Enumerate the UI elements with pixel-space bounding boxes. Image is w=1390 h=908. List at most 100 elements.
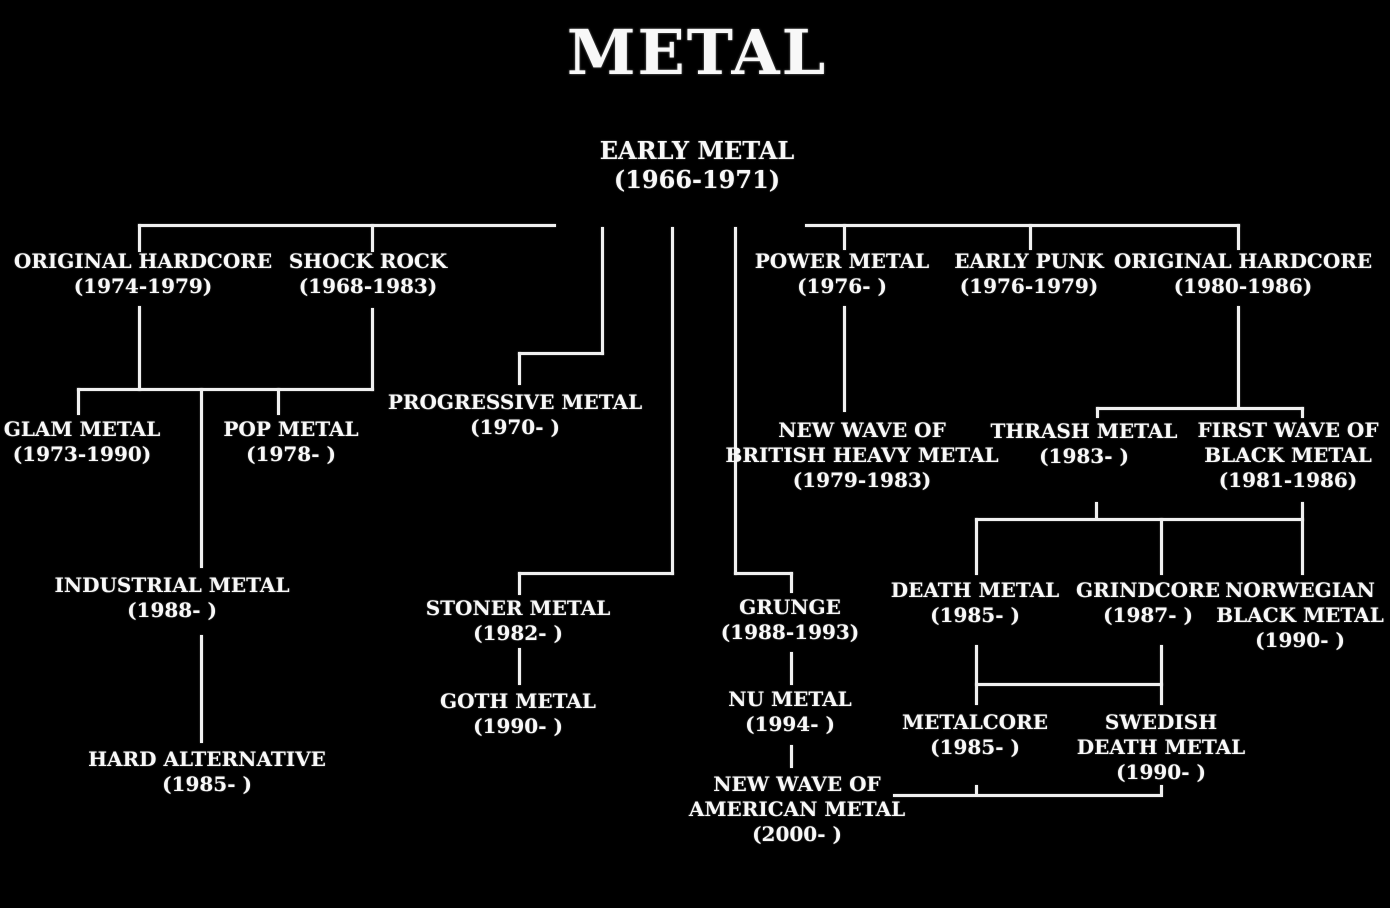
connector-line — [77, 388, 374, 391]
node-pop-metal: POP METAL (1978- ) — [223, 417, 358, 467]
connector-line — [371, 308, 374, 391]
node-power-metal: POWER METAL (1976- ) — [755, 249, 930, 299]
genre-name: HARD ALTERNATIVE — [88, 747, 326, 771]
connector-line — [518, 352, 604, 355]
connector-line — [975, 645, 978, 705]
connector-line — [790, 652, 793, 685]
genre-years: (1976- ) — [797, 274, 887, 298]
node-first-wave-of-black-metal: FIRST WAVE OF BLACK METAL (1981-1986) — [1197, 418, 1378, 493]
genre-name: POWER METAL — [754, 249, 930, 273]
connector-line — [893, 794, 1163, 797]
genre-name: PROGRESSIVE METAL — [387, 390, 643, 414]
genre-years: (1978- ) — [246, 442, 336, 466]
genre-name: EARLY METAL — [599, 136, 795, 165]
genre-years: (1985- ) — [162, 772, 252, 796]
genre-years: (1983- ) — [1039, 444, 1129, 468]
node-new-wave-of-american-metal: NEW WAVE OF AMERICAN METAL (2000- ) — [689, 772, 905, 847]
connector-line — [1301, 502, 1304, 575]
node-early-metal: EARLY METAL (1966-1971) — [600, 136, 795, 194]
genre-years: (1966-1971) — [613, 165, 781, 194]
genre-years: (1990- ) — [1116, 760, 1206, 784]
genre-name-2: BLACK METAL — [1204, 443, 1372, 467]
connector-line — [975, 785, 978, 794]
genre-name: NEW WAVE OF — [778, 418, 946, 442]
node-glam-metal: GLAM METAL (1973-1990) — [4, 417, 161, 467]
genre-name: THRASH METAL — [990, 419, 1178, 443]
node-swedish-death-metal: SWEDISH DEATH METAL (1990- ) — [1077, 710, 1246, 785]
genre-name: GOTH METAL — [440, 689, 596, 713]
connector-line — [371, 224, 374, 252]
node-original-hardcore-left: ORIGINAL HARDCORE (1974-1979) — [14, 249, 272, 299]
node-new-wave-of-british-heavy-metal: NEW WAVE OF BRITISH HEAVY METAL (1979-19… — [725, 418, 998, 493]
node-nu-metal: NU METAL (1994- ) — [728, 687, 851, 737]
connector-line — [1096, 407, 1099, 418]
genre-years: (1979-1983) — [792, 468, 932, 492]
genre-years: (1970- ) — [470, 415, 560, 439]
node-shock-rock: SHOCK ROCK (1968-1983) — [289, 249, 447, 299]
node-early-punk: EARLY PUNK (1976-1979) — [954, 249, 1104, 299]
genre-name: GRUNGE — [739, 595, 841, 619]
connector-line — [77, 388, 80, 415]
genre-years: (1987- ) — [1103, 603, 1193, 627]
genre-years: (1988-1993) — [720, 620, 860, 644]
connector-line — [975, 518, 1304, 521]
node-goth-metal: GOTH METAL (1990- ) — [440, 689, 596, 739]
connector-line — [975, 683, 1163, 686]
connector-line — [518, 572, 521, 595]
connector-line — [843, 306, 846, 412]
node-norwegian-black-metal: NORWEGIAN BLACK METAL (1990- ) — [1216, 578, 1384, 653]
genre-name: INDUSTRIAL METAL — [54, 573, 290, 597]
node-death-metal: DEATH METAL (1985- ) — [891, 578, 1060, 628]
genre-years: (1974-1979) — [73, 274, 213, 298]
connector-line — [518, 352, 521, 385]
genre-name: STONER METAL — [425, 596, 611, 620]
connector-line — [1029, 224, 1032, 250]
connector-line — [1301, 407, 1304, 418]
genre-name-2: BRITISH HEAVY METAL — [725, 443, 999, 467]
connector-line — [138, 224, 141, 252]
connector-line — [843, 224, 846, 250]
genre-years: (1994- ) — [745, 712, 835, 736]
connector-line — [138, 224, 556, 227]
genre-name: METALCORE — [902, 710, 1048, 734]
genre-years: (1985- ) — [930, 735, 1020, 759]
genre-years: (2000- ) — [752, 822, 842, 846]
connector-line — [790, 745, 793, 768]
genre-name: EARLY PUNK — [954, 249, 1104, 273]
connector-line — [975, 518, 978, 575]
connector-line — [1160, 518, 1163, 575]
connector-line — [805, 224, 1240, 227]
node-stoner-metal: STONER METAL (1982- ) — [426, 596, 611, 646]
genre-name: ORIGINAL HARDCORE — [1113, 249, 1373, 273]
connector-line — [200, 635, 203, 743]
connector-line — [1160, 645, 1163, 705]
genre-name: GRINDCORE — [1076, 578, 1220, 602]
connector-line — [734, 227, 737, 575]
genre-years: (1980-1986) — [1173, 274, 1313, 298]
genre-years: (1988- ) — [127, 598, 217, 622]
diagram-title: METAL — [566, 16, 828, 89]
genre-name: ORIGINAL HARDCORE — [13, 249, 273, 273]
connector-line — [734, 572, 793, 575]
genre-years: (1990- ) — [473, 714, 563, 738]
connector-line — [277, 388, 280, 415]
connector-line — [1095, 502, 1098, 518]
genre-name: NU METAL — [728, 687, 852, 711]
genre-name-2: DEATH METAL — [1076, 735, 1246, 759]
genre-years: (1976-1979) — [959, 274, 1099, 298]
connector-line — [1160, 785, 1163, 794]
genre-name: NORWEGIAN — [1225, 578, 1375, 602]
connector-line — [200, 388, 203, 568]
connector-line — [1237, 306, 1240, 407]
node-industrial-metal: INDUSTRIAL METAL (1988- ) — [54, 573, 289, 623]
genre-years: (1982- ) — [473, 621, 563, 645]
genre-name-2: BLACK METAL — [1216, 603, 1384, 627]
node-original-hardcore-right: ORIGINAL HARDCORE (1980-1986) — [1114, 249, 1372, 299]
genre-name: DEATH METAL — [890, 578, 1060, 602]
connector-line — [790, 572, 793, 593]
connector-line — [518, 648, 521, 685]
node-progressive-metal: PROGRESSIVE METAL (1970- ) — [388, 390, 642, 440]
genre-years: (1985- ) — [930, 603, 1020, 627]
connector-line — [671, 227, 674, 575]
